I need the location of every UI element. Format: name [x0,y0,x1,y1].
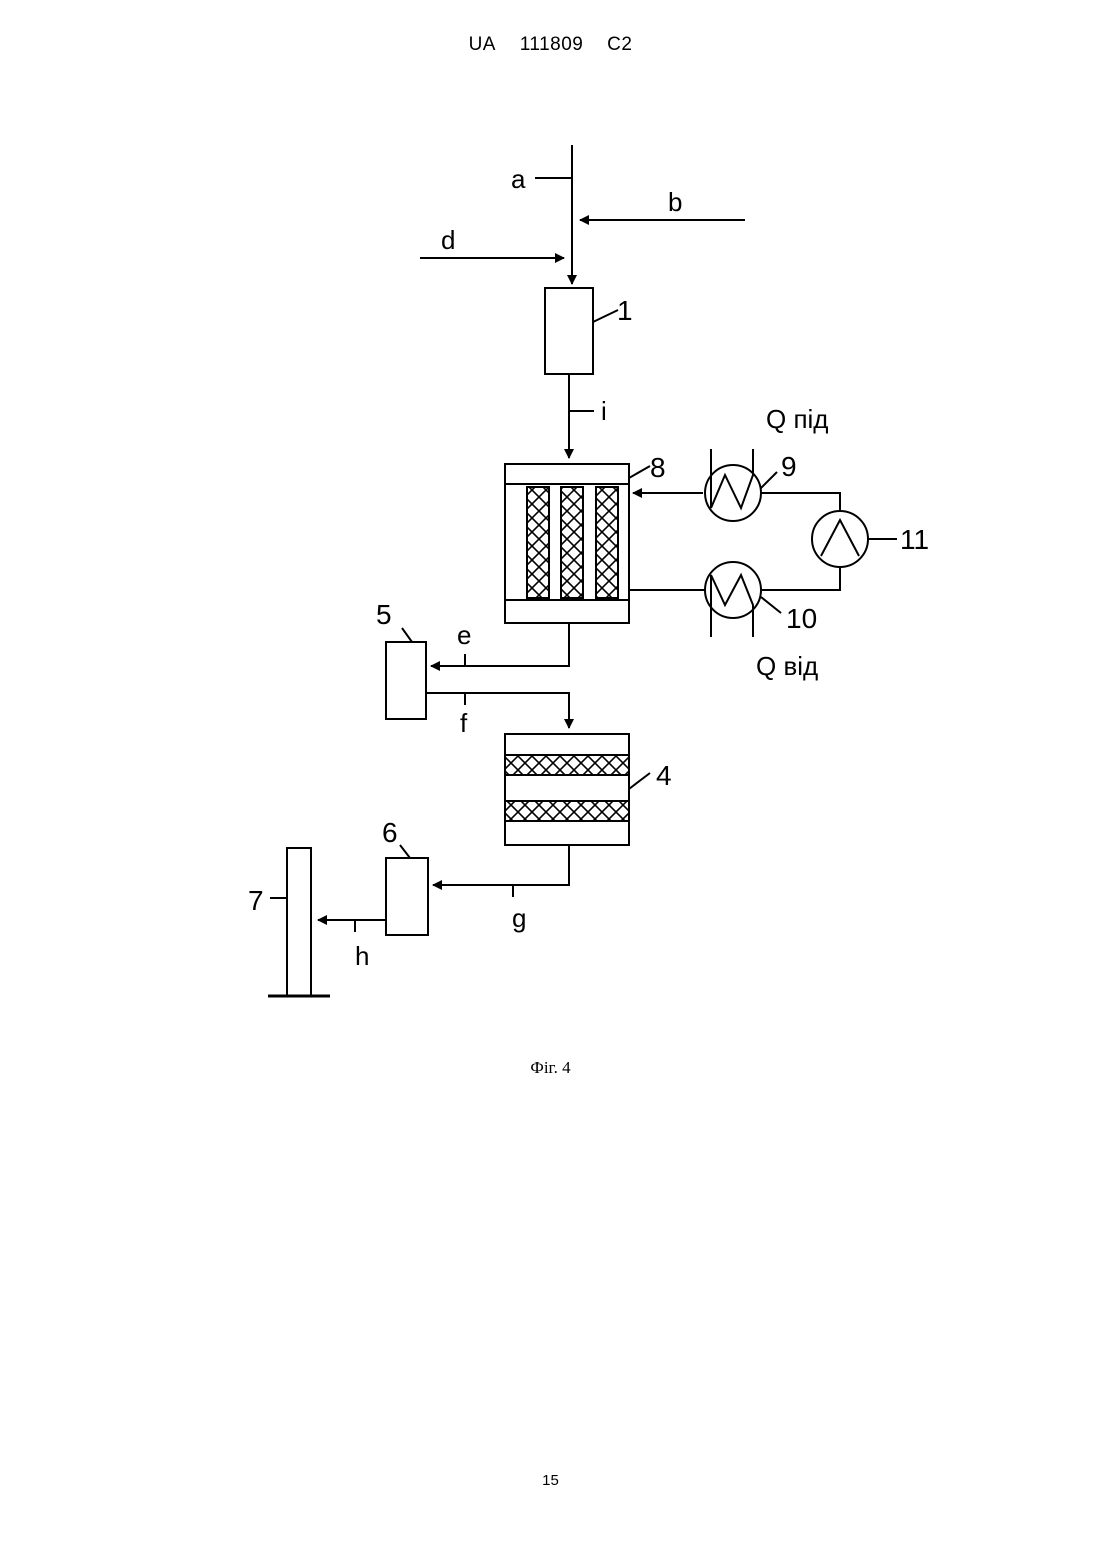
exchanger-10-leader [761,597,781,613]
label-stream-a: a [511,164,526,194]
reactor-4-box [505,734,629,845]
exchanger-9-coil [711,449,753,508]
label-stream-i: i [601,396,607,426]
unit-1-leader [593,310,618,322]
reactor-8-leader [629,466,650,478]
stream-e-line [431,623,569,666]
label-heat-out: Q від [756,651,818,681]
pump-11-symbol [821,520,859,556]
label-unit-9: 9 [781,451,797,482]
unit-6-leader [400,845,410,858]
label-unit-5: 5 [376,599,392,630]
label-unit-6: 6 [382,817,398,848]
column-7 [287,848,311,996]
loop-bottom-line [762,567,840,590]
label-stream-e: e [457,620,471,650]
label-unit-4: 4 [656,760,672,791]
stream-g-line [433,845,569,885]
loop-top-line [761,493,840,510]
figure-caption: Фіг. 4 [0,1058,1101,1078]
label-unit-1: 1 [617,295,633,326]
exchanger-10-coil [711,575,753,637]
label-stream-g: g [512,903,526,933]
label-unit-8: 8 [650,452,666,483]
unit-6-box [386,858,428,935]
label-stream-h: h [355,941,369,971]
stream-f-line [426,693,569,728]
unit-5-box [386,642,426,719]
label-heat-in: Q під [766,404,828,434]
exchanger-9-leader [761,472,777,488]
reactor-4-leader [629,773,650,789]
label-unit-11: 11 [900,524,929,555]
reactor-8-tube-2 [561,487,583,598]
reactor-8-tube-1 [527,487,549,598]
label-stream-b: b [668,187,682,217]
reactor-8-tube-3 [596,487,618,598]
label-stream-f: f [460,708,468,738]
reactor-4-bed-1 [505,755,629,775]
page-number: 15 [0,1472,1101,1489]
label-unit-10: 10 [786,603,817,634]
unit-1-box [545,288,593,374]
label-unit-7: 7 [248,885,264,916]
reactor-4-bed-2 [505,801,629,821]
label-stream-d: d [441,225,455,255]
unit-5-leader [402,628,412,642]
